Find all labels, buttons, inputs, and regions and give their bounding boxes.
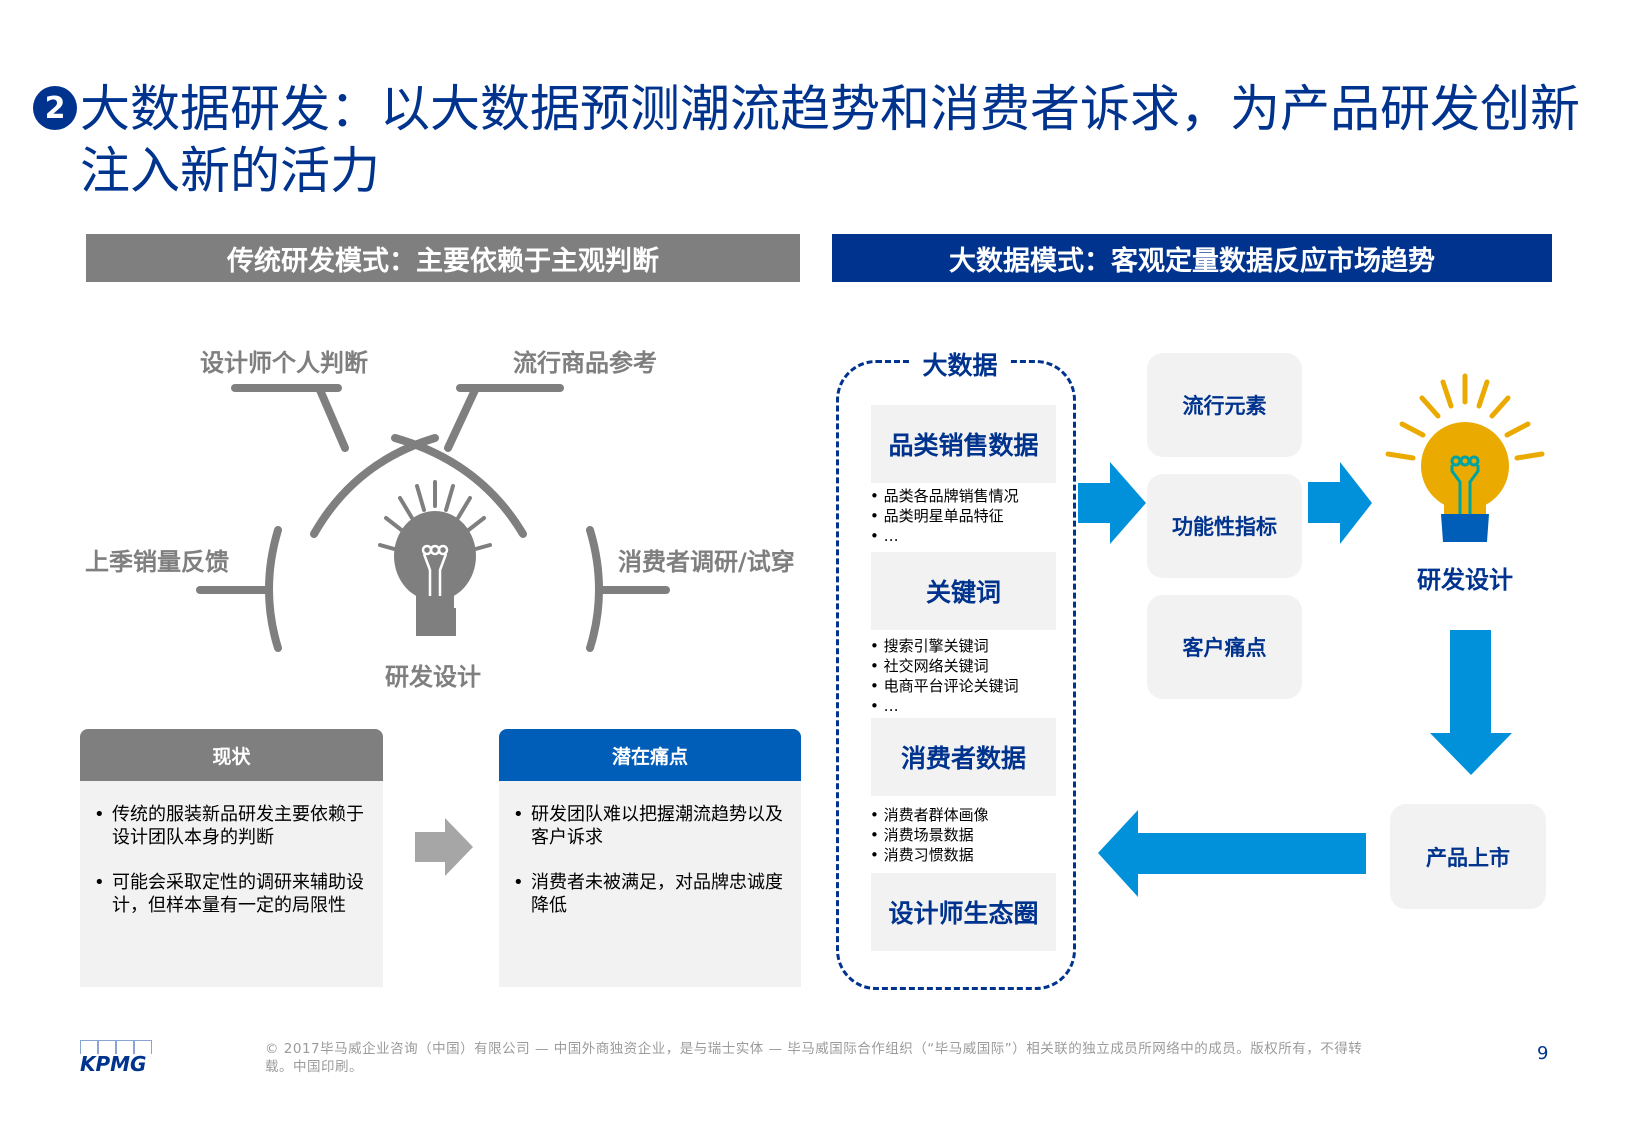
sub-item: 消费者群体画像 — [870, 805, 989, 825]
big-data-mode-header: 大数据模式：客观定量数据反应市场趋势 — [832, 234, 1552, 282]
big-data-title: 大数据 — [910, 346, 1010, 382]
connector-stem — [316, 386, 349, 452]
output-functional-indicators: 功能性指标 — [1147, 474, 1302, 578]
page-title: 大数据研发：以大数据预测潮流趋势和消费者诉求，为产品研发创新注入新的活力 — [80, 80, 1580, 200]
category-keywords: 关键词 — [871, 552, 1056, 630]
blue-down-arrow-icon — [1430, 630, 1512, 775]
yellow-lightbulb-icon — [1385, 373, 1545, 542]
pain-card-title: 潜在痛点 — [499, 729, 801, 781]
label-popular-products: 流行商品参考 — [513, 349, 657, 377]
sub-item: 社交网络关键词 — [870, 656, 1019, 676]
traditional-bulb-diagram — [231, 384, 564, 538]
sub-item: 品类各品牌销售情况 — [870, 486, 1019, 506]
output-customer-pain-points: 客户痛点 — [1147, 595, 1302, 699]
sub-item: 电商平台评论关键词 — [870, 676, 1019, 696]
label-rd-design: 研发设计 — [385, 663, 481, 691]
connector-stem — [444, 386, 479, 452]
sub-item: … — [870, 696, 1019, 716]
copyright-text: © 2017毕马威企业咨询（中国）有限公司 — 中国外商独资企业，是与瑞士实体 … — [265, 1041, 1363, 1075]
status-card: 现状 传统的服装新品研发主要依赖于设计团队本身的判断 可能会采取定性的调研来辅助… — [80, 729, 383, 987]
label-consumer-survey: 消费者调研/试穿 — [618, 548, 795, 576]
label-designer-judgment: 设计师个人判断 — [200, 349, 368, 377]
sub-item: 品类明星单品特征 — [870, 506, 1019, 526]
keyword-items: 搜索引擎关键词 社交网络关键词 电商平台评论关键词 … — [870, 636, 1019, 716]
status-item: 传统的服装新品研发主要依赖于设计团队本身的判断 — [90, 803, 369, 849]
pain-item: 研发团队难以把握潮流趋势以及客户诉求 — [509, 803, 787, 849]
left-bracket — [265, 526, 282, 652]
blue-right-arrow-icon — [1308, 462, 1372, 544]
consumer-data-items: 消费者群体画像 消费场景数据 消费习惯数据 — [870, 805, 989, 865]
arc-segment — [391, 434, 527, 538]
page-number: 9 — [1537, 1043, 1549, 1064]
sub-item: 消费习惯数据 — [870, 845, 989, 865]
product-launch-box: 产品上市 — [1390, 804, 1546, 909]
gray-right-arrow-icon — [415, 818, 473, 876]
category-consumer-data: 消费者数据 — [871, 718, 1056, 796]
category-sales-data: 品类销售数据 — [871, 405, 1056, 483]
rd-design-label: 研发设计 — [1417, 566, 1513, 594]
pain-item: 消费者未被满足，对品牌忠诚度降低 — [509, 871, 787, 917]
sub-item: 消费场景数据 — [870, 825, 989, 845]
section-number-badge: 2 — [33, 86, 77, 130]
pain-point-card: 潜在痛点 研发团队难以把握潮流趋势以及客户诉求 消费者未被满足，对品牌忠诚度降低 — [499, 729, 801, 987]
blue-right-arrow-icon — [1078, 462, 1146, 544]
sub-item: … — [870, 526, 1019, 546]
side-brackets — [196, 526, 670, 652]
traditional-mode-header: 传统研发模式：主要依赖于主观判断 — [86, 234, 800, 282]
kpmg-logo-text: KPMG — [80, 1052, 147, 1076]
category-designer-ecosystem: 设计师生态圈 — [871, 873, 1056, 951]
label-last-season-sales: 上季销量反馈 — [85, 548, 229, 576]
kpmg-logo: KPMG — [80, 1040, 152, 1074]
status-card-title: 现状 — [80, 729, 383, 781]
sales-data-items: 品类各品牌销售情况 品类明星单品特征 … — [870, 486, 1019, 546]
lightbulb-icon — [378, 480, 492, 636]
sub-item: 搜索引擎关键词 — [870, 636, 1019, 656]
blue-left-arrow-icon — [1098, 810, 1366, 897]
output-trend-elements: 流行元素 — [1147, 353, 1302, 457]
logo-boxes — [80, 1040, 152, 1054]
status-item: 可能会采取定性的调研来辅助设计，但样本量有一定的局限性 — [90, 871, 369, 917]
